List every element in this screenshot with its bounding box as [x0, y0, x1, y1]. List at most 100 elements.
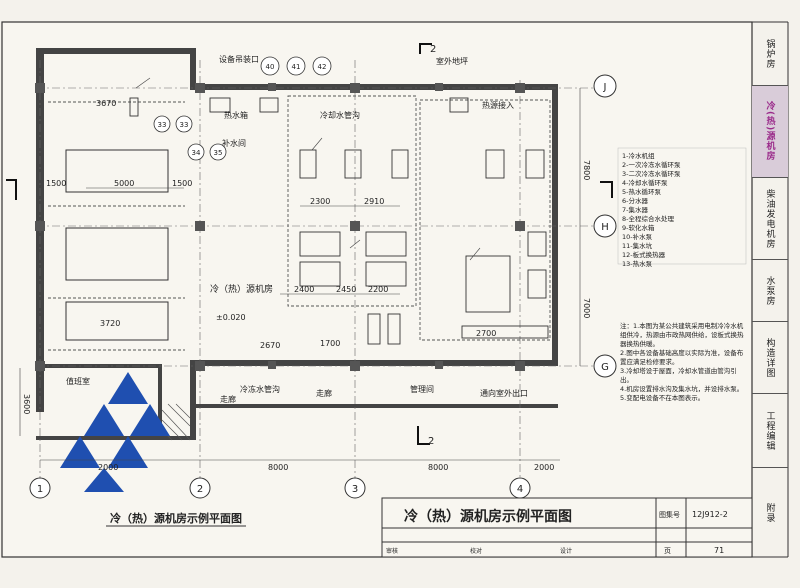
- side-tab-pump-room[interactable]: 水泵房: [752, 260, 788, 322]
- legend-item: 2-一次冷冻水循环泵: [622, 160, 681, 169]
- dim-inner-8: 2400: [294, 285, 314, 294]
- legend-box: [617, 147, 747, 265]
- side-tab-label: 附录: [764, 502, 775, 523]
- dim-inner-10: 2200: [368, 285, 388, 294]
- pipe-trenches: [48, 95, 551, 351]
- axis-col-2: 2: [197, 484, 203, 495]
- dim-inner-9: 2450: [336, 285, 356, 294]
- side-tab-label: 工程编辑: [764, 410, 775, 451]
- side-tab-generator-room[interactable]: 柴油发电机房: [752, 178, 788, 260]
- dim-bottom-2: 8000: [268, 463, 288, 472]
- dimension-lines: [19, 88, 581, 461]
- axis-col-1: 1: [37, 484, 43, 495]
- label-evac-exit: 通向室外出口: [480, 388, 528, 398]
- dim-inner-3: 1500: [46, 179, 66, 188]
- axis-row-g: G: [601, 362, 609, 373]
- axis-bubbles: [29, 74, 617, 499]
- side-tab-label: 冷(热)源机房: [764, 101, 775, 162]
- label-cold-water-pipe: 冷冻水管沟: [240, 384, 280, 394]
- dim-bottom-3: 8000: [428, 463, 448, 472]
- dim-inner-2: 5000: [114, 179, 134, 188]
- label-cooling-water-pipe: 冷却水管沟: [320, 110, 360, 120]
- sign-design: 设计: [560, 547, 572, 555]
- legend-item: 7-集水器: [622, 205, 648, 214]
- side-tab-chiller-room[interactable]: 冷(热)源机房: [752, 86, 788, 178]
- bubble-mid-2: 33: [180, 121, 189, 129]
- legend-item: 10-补水泵: [622, 232, 653, 241]
- dim-inner-11: 2670: [260, 341, 280, 350]
- title-block: [381, 497, 753, 558]
- label-hot-water: 热水箱: [224, 110, 248, 120]
- pump-units: [129, 97, 549, 345]
- dim-right-1: 7800: [582, 160, 591, 180]
- notes-block: 注：1.本图为某公共建筑采用电制冷冷水机组供冷，热源由市政热网供给，设板式换热器…: [620, 322, 748, 403]
- atlas-label: 图集号: [659, 510, 680, 519]
- label-outdoor-ground: 室外地坪: [436, 56, 468, 66]
- axis-col-4: 4: [517, 484, 523, 495]
- plan-text: 设备吊装口 室外地坪 热水箱 补水间 冷却水管沟 热源接入 冷（热）源机房 ±0…: [22, 44, 591, 472]
- note-item: 4.机房设置排水沟及集水坑，并设排水泵。: [620, 385, 744, 393]
- side-tab-boiler-room[interactable]: 锅炉房: [752, 22, 788, 86]
- dim-inner-7: 2910: [364, 197, 384, 206]
- legend-item: 4-冷却水循环泵: [622, 178, 668, 187]
- dim-inner-4: 1500: [172, 179, 192, 188]
- label-makeup-water: 补水间: [222, 138, 246, 148]
- label-mgmt-room: 管理间: [410, 384, 434, 394]
- legend-item: 13-热水泵: [622, 259, 653, 268]
- sign-review: 审核: [386, 547, 398, 555]
- title-block-text: 冷（热）源机房示例平面图 图集号 12J912-2 页 71 审核 校对 设计 …: [110, 508, 728, 555]
- axis-row-h: H: [601, 222, 609, 233]
- atlas-number: 12J912-2: [692, 510, 728, 519]
- note-item: 注：1.本图为某公共建筑采用电制冷冷水机组供冷，热源由市政热网供给，设板式换热器…: [620, 322, 744, 348]
- legend-item: 5-热水循环泵: [622, 187, 661, 196]
- side-tab-label: 柴油发电机房: [764, 188, 775, 249]
- dim-bottom-1: 2000: [98, 463, 118, 472]
- side-tab-label: 水泵房: [764, 275, 775, 306]
- bubble-top-2: 41: [292, 63, 301, 71]
- dim-left-1: 3600: [22, 394, 31, 414]
- sign-check: 校对: [470, 547, 482, 555]
- legend-item: 8-全程综合水处理: [622, 214, 674, 223]
- bubble-mid-1: 33: [158, 121, 167, 129]
- chiller-units: [65, 149, 169, 341]
- page-number: 71: [714, 546, 724, 555]
- bubble-mid-4: 35: [214, 149, 223, 157]
- dim-inner-5: 3720: [100, 319, 120, 328]
- bubble-mid-3: 34: [192, 149, 201, 157]
- legend-item: 1-冷水机组: [622, 151, 655, 160]
- dim-inner-12: 2700: [476, 329, 496, 338]
- side-tab-engineering-notes[interactable]: 工程编辑: [752, 394, 788, 468]
- dim-right-2: 7000: [582, 298, 591, 318]
- structural-columns: [35, 83, 525, 371]
- main-title: 冷（热）源机房示例平面图: [404, 508, 572, 525]
- bubble-top-3: 42: [318, 63, 327, 71]
- axis-col-3: 3: [352, 484, 358, 495]
- drawing-caption: 冷（热）源机房示例平面图: [110, 511, 242, 525]
- legend-item: 3-二次冷冻水循环泵: [622, 169, 681, 178]
- side-tab-appendix[interactable]: 附录: [752, 468, 788, 557]
- page-label: 页: [664, 547, 671, 555]
- label-duty-room: 值班室: [66, 376, 90, 386]
- axis-row-j: J: [603, 82, 607, 93]
- label-corridor: 走廊: [316, 388, 332, 398]
- note-item: 3.冷却塔设于屋面，冷却水管道由管沟引出。: [620, 367, 737, 384]
- axis-labels: 1 2 3 4 J H G: [37, 82, 609, 495]
- legend-item: 9-软化水箱: [622, 223, 655, 232]
- dim-bottom-4: 2000: [534, 463, 554, 472]
- dim-inner-1: 3670: [96, 99, 116, 108]
- note-item: 2.图中各设备基础高度以实际为准，设备布置应满足检修要求。: [620, 349, 744, 366]
- leader-lines: [135, 77, 481, 261]
- equipment-legend: 1-冷水机组 2-一次冷冻水循环泵 3-二次冷冻水循环泵 4-冷却水循环泵 5-…: [622, 151, 681, 268]
- legend-item: 12-板式换热器: [622, 250, 666, 259]
- bubble-top-1: 40: [266, 63, 275, 71]
- grid-lines: [36, 60, 600, 480]
- side-tab-label: 构造详图: [764, 337, 775, 378]
- legend-item: 6-分水器: [622, 196, 648, 205]
- label-heat-supply: 热源接入: [482, 100, 514, 110]
- label-main-corridor: 走廊: [220, 394, 236, 404]
- label-elevation: ±0.020: [216, 313, 246, 322]
- side-tab-construction-details[interactable]: 构造详图: [752, 322, 788, 394]
- legend-item: 11-集水坑: [622, 241, 653, 250]
